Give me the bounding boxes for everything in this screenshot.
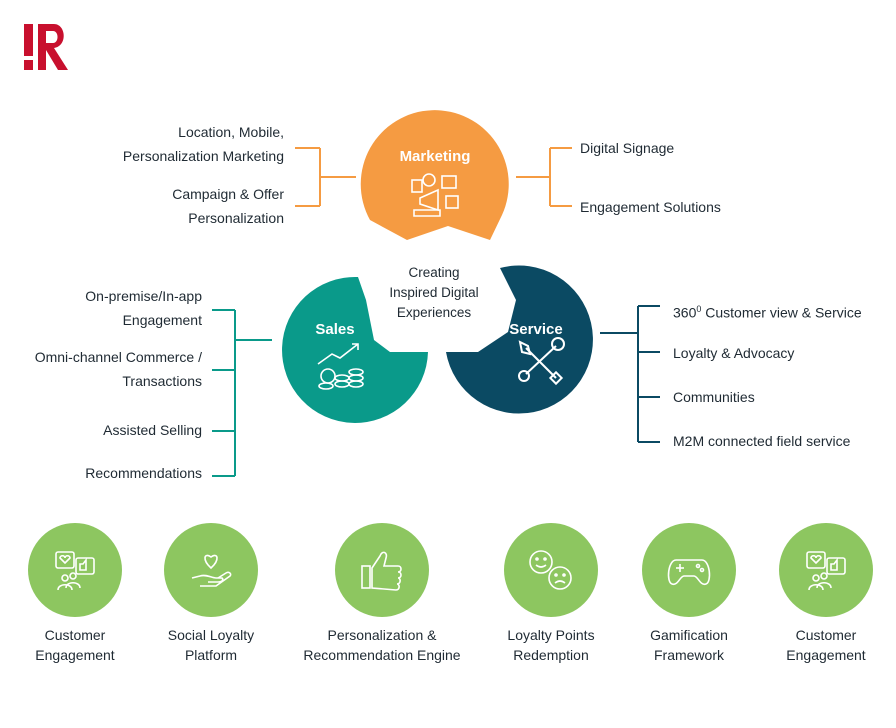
gamepad-icon: [667, 559, 711, 586]
bottom-label: Social Loyalty Platform: [167, 627, 255, 663]
bottom-label: Customer Engagement: [35, 627, 115, 663]
hand-heart-icon: [191, 554, 232, 587]
marketing-right-item: Engagement Solutions: [580, 199, 721, 215]
sales-title: Sales: [315, 321, 355, 338]
marketing-left-item: Campaign & Offer Personalization: [172, 186, 284, 226]
service-title: Service: [509, 321, 563, 338]
marketing-right-item: Digital Signage: [580, 140, 675, 156]
customer-engagement-icon: [806, 551, 846, 591]
service-item: M2M connected field service: [673, 433, 851, 449]
marketing-title: Marketing: [399, 148, 471, 165]
sales-item: Recommendations: [85, 465, 202, 481]
bottom-circle-5: [642, 523, 736, 617]
bottom-label: Personalization & Recommendation Engine: [303, 627, 461, 663]
service-tools-icon: [518, 337, 565, 386]
logo: [24, 24, 68, 70]
service-item: Loyalty & Advocacy: [673, 345, 795, 361]
bottom-circle-3: [335, 523, 429, 617]
bottom-circle-2: [164, 523, 258, 617]
thumbs-up-icon: [361, 551, 402, 591]
marketing-left-item: Location, Mobile, Personalization Market…: [122, 124, 284, 164]
bottom-circle-6: [779, 523, 873, 617]
sales-item: Assisted Selling: [103, 422, 202, 438]
center-caption: Creating Inspired Digital Experiences: [389, 265, 479, 320]
service-item: 3600 Customer view & Service: [673, 304, 862, 321]
bottom-label: Gamification Framework: [650, 627, 728, 663]
bottom-label: Customer Engagement: [786, 627, 866, 663]
marketing-megaphone-icon: [411, 173, 459, 217]
service-circle: [446, 265, 593, 414]
customer-engagement-icon: [55, 551, 95, 591]
sales-item: On-premise/In-app Engagement: [85, 288, 202, 328]
service-item: Communities: [673, 389, 755, 405]
sales-coins-chart-icon: [317, 343, 364, 390]
bottom-circle-4: [504, 523, 598, 617]
bottom-label: Loyalty Points Redemption: [507, 627, 595, 663]
chat-faces-icon: [529, 550, 572, 590]
marketing-circle: [360, 110, 509, 240]
sales-item: Omni-channel Commerce / Transactions: [34, 349, 202, 389]
bottom-circle-1: [28, 523, 122, 617]
